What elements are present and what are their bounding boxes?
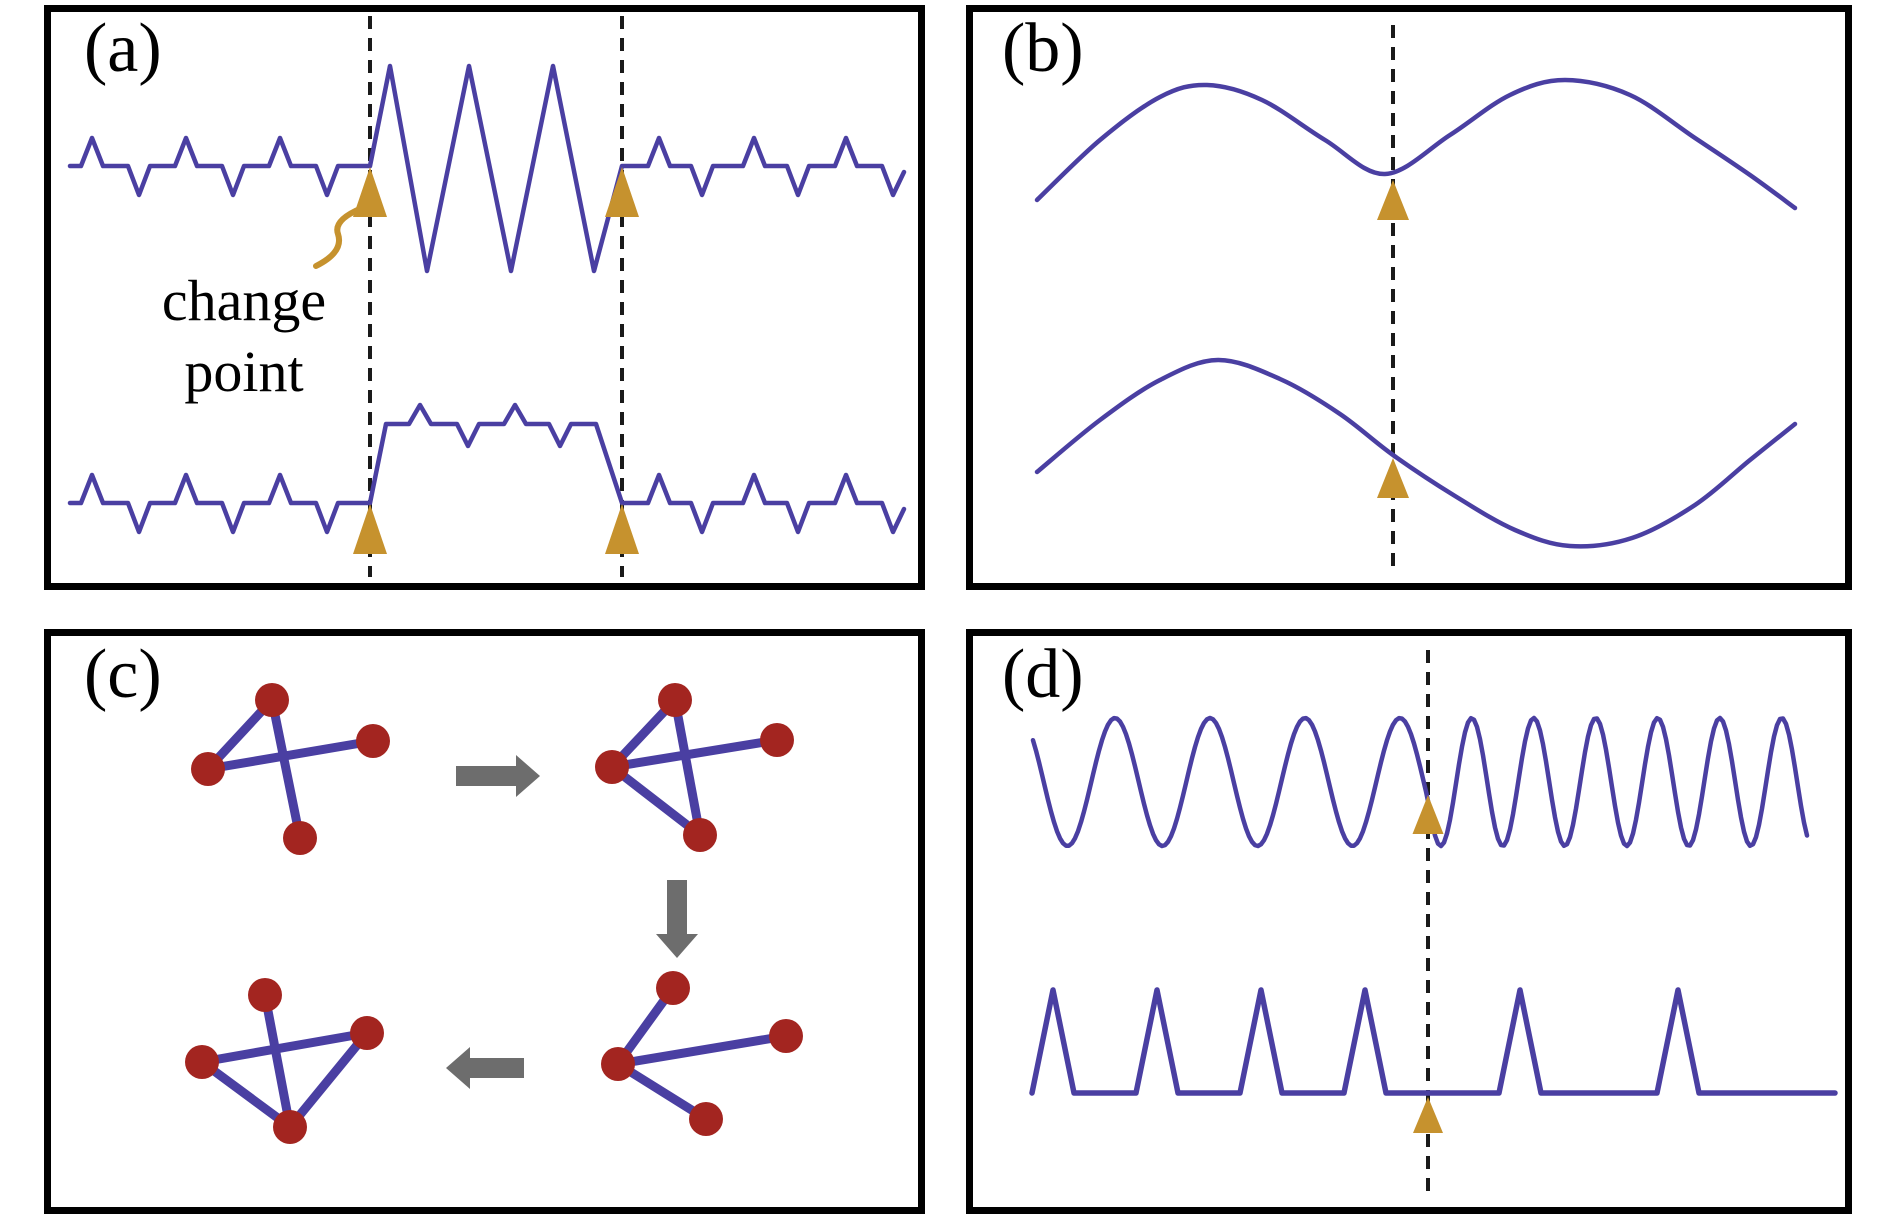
panel-a-label: (a) xyxy=(84,10,162,87)
mean-shift-series xyxy=(67,402,907,535)
graph-edge xyxy=(285,1028,372,1132)
panel-c-canvas xyxy=(185,683,803,1144)
arrow-down xyxy=(656,880,698,958)
panel-a xyxy=(44,5,925,590)
graph-edge xyxy=(607,735,782,772)
spike-train-path xyxy=(1029,987,1838,1096)
graph-state-3 xyxy=(601,971,803,1136)
changepoint-triangle-marker xyxy=(1412,795,1444,834)
changepoint-triangle-marker xyxy=(605,504,639,554)
panel-d-label: (d) xyxy=(1002,636,1084,713)
graph-node xyxy=(689,1102,723,1136)
panel-d-canvas xyxy=(1029,650,1838,1196)
changepoint-triangle-marker xyxy=(1377,180,1409,220)
panel-b xyxy=(966,5,1852,590)
graph-state-1 xyxy=(191,683,390,855)
graph-node xyxy=(185,1045,219,1079)
graph-edge xyxy=(267,695,305,843)
graph-node xyxy=(595,750,629,784)
change-point-annotation: change point xyxy=(129,266,359,408)
panel-c-label: (c) xyxy=(84,636,162,713)
graph-edge xyxy=(197,1028,372,1067)
graph-edge xyxy=(203,736,378,774)
graph-node xyxy=(273,1110,307,1144)
arrow-right xyxy=(456,755,540,797)
graph-node xyxy=(255,683,289,717)
graph-state-4 xyxy=(185,978,384,1144)
changepoint-triangle-marker xyxy=(1377,458,1409,498)
graph-edge xyxy=(607,762,705,840)
graph-node xyxy=(248,978,282,1012)
graph-node xyxy=(769,1019,803,1053)
graph-edge xyxy=(670,695,705,840)
frequency-change-sine-path xyxy=(1030,715,1810,849)
change-point-annotation-line2: point xyxy=(184,338,304,404)
graph-node xyxy=(658,683,692,717)
panel-a-canvas xyxy=(67,16,907,577)
changepoint-triangle-marker xyxy=(353,504,387,554)
graph-node xyxy=(350,1016,384,1050)
annotation-arrow xyxy=(313,205,365,269)
arrow-left xyxy=(446,1047,524,1089)
graph-edge xyxy=(260,990,295,1132)
graph-node xyxy=(191,752,225,786)
graph-edge xyxy=(613,1059,711,1124)
changepoint-triangle-marker xyxy=(1413,1097,1443,1133)
graph-node xyxy=(656,971,690,1005)
changepoint-triangle-marker xyxy=(605,167,639,217)
graph-node xyxy=(683,818,717,852)
lower-slow-wave xyxy=(1034,357,1798,549)
variance-change-series xyxy=(67,63,907,274)
graph-node xyxy=(601,1047,635,1081)
graph-state-2 xyxy=(595,683,794,852)
change-point-annotation-line1: change xyxy=(161,268,327,333)
panel-b-label: (b) xyxy=(1002,10,1084,87)
upper-slow-wave xyxy=(1034,77,1798,211)
graph-node xyxy=(356,724,390,758)
graph-edge xyxy=(197,1057,295,1132)
graph-node xyxy=(760,723,794,757)
panel-c xyxy=(44,629,925,1214)
graph-edge xyxy=(613,1031,791,1069)
changepoint-triangle-marker xyxy=(353,167,387,217)
graph-node xyxy=(283,821,317,855)
panel-b-canvas xyxy=(1034,25,1798,566)
panel-d xyxy=(966,629,1852,1214)
